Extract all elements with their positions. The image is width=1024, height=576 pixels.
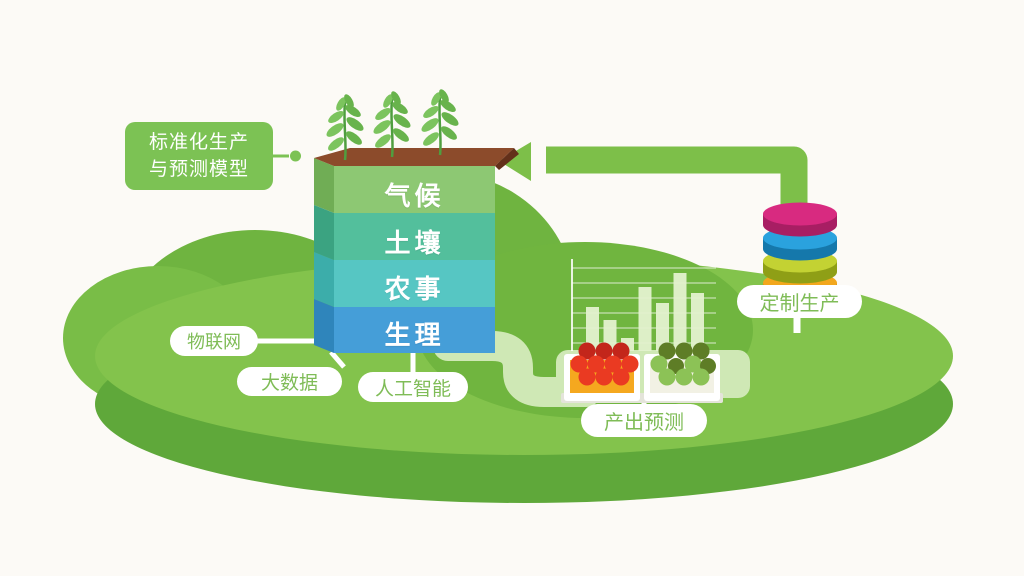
cube-label-physiology: 生理 (384, 321, 445, 351)
connector-bigdata (329, 350, 346, 369)
fruit-crate-red-icon (561, 342, 643, 403)
plant-icon (370, 88, 414, 159)
cube-side-soil (314, 205, 334, 260)
cube-layer-soil (334, 213, 495, 260)
cube-soil-top (314, 148, 514, 166)
cube-side-climate (314, 158, 334, 213)
cube-soil-edge (495, 148, 519, 170)
pill-ai: 人工智能 (358, 372, 468, 402)
yield-bar-chart (571, 259, 716, 351)
plant-icon (418, 86, 462, 157)
chart-bar (656, 303, 669, 351)
cube-label-soil: 土壤 (384, 229, 445, 259)
cube-side-physiology (314, 299, 334, 353)
pill-custom-production: 定制生产 (737, 285, 862, 318)
cube-layer-physiology (334, 307, 495, 353)
cube-label-farming: 农事 (384, 275, 445, 305)
cube-side-farming (314, 252, 334, 307)
cube-label-climate: 气候 (384, 182, 445, 212)
data-cube (314, 86, 519, 353)
title-box-line1: 标准化生产 (148, 131, 249, 153)
cube-layer-climate (334, 166, 495, 213)
pill-iot: 物联网 (170, 326, 258, 356)
disc-pink (763, 202, 837, 237)
pale-ribbon-path (433, 331, 601, 407)
title-box-line2: 与预测模型 (148, 158, 249, 180)
pill-big-data: 大数据 (237, 367, 342, 396)
fruit-crate-green-icon (641, 342, 723, 403)
title-box-connector-dot (290, 150, 301, 162)
title-box: 标准化生产 与预测模型 (125, 122, 273, 190)
cube-layer-farming (334, 260, 495, 307)
chart-bar (638, 287, 652, 351)
chart-bar (586, 307, 599, 351)
arrow-head-icon (499, 142, 531, 181)
chart-bar (673, 273, 687, 351)
pill-output-forecast: 产出预测 (581, 404, 707, 437)
chart-bars (586, 273, 704, 351)
chart-bar (691, 293, 704, 351)
